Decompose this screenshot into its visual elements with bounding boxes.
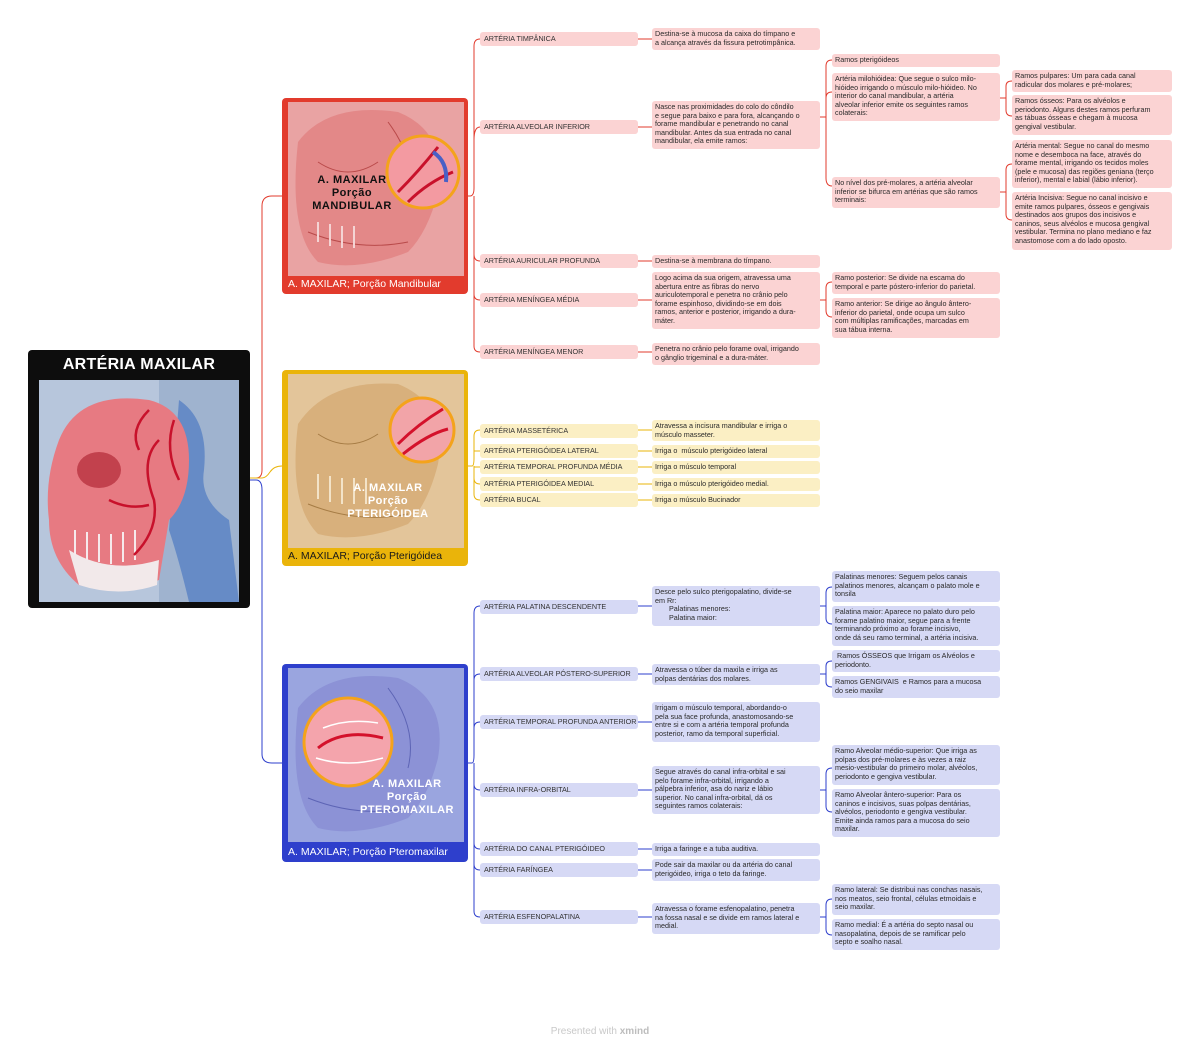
infra-sub-medio-superior[interactable]: Ramo Alveolar médio-superior: Que irriga… xyxy=(832,745,1000,785)
node-esfenopalatina[interactable]: ARTÉRIA ESFENOPALATINA xyxy=(480,910,638,924)
node-timpanica[interactable]: ARTÉRIA TIMPÂNICA xyxy=(480,32,638,46)
mandibular-illustration xyxy=(288,102,464,276)
node-meningea-menor[interactable]: ARTÉRIA MENÍNGEA MENOR xyxy=(480,345,638,359)
esfeno-sub-medial[interactable]: Ramo medial: É a artéria do septo nasal … xyxy=(832,919,1000,950)
palatina-sub-maior[interactable]: Palatina maior: Aparece no palato duro p… xyxy=(832,606,1000,646)
node-masseterica[interactable]: ARTÉRIA MASSETÉRICA xyxy=(480,424,638,438)
root-title: ARTÉRIA MAXILAR xyxy=(62,356,216,373)
pterigoidea-overlay-text: A. MAXILAR Porção PTERIGÓIDEA xyxy=(347,482,429,520)
esfeno-sub-lateral[interactable]: Ramo lateral: Se distribui nas conchas n… xyxy=(832,884,1000,915)
desc-auricular-profunda[interactable]: Destina-se à membrana do tímpano. xyxy=(652,255,820,268)
pterigoidea-caption: A. MAXILAR; Porção Pterigóidea xyxy=(288,550,443,562)
milo-sub-osseos[interactable]: Ramos ósseos: Para os alvéolos e periodo… xyxy=(1012,95,1172,135)
node-temporal-profunda-anterior[interactable]: ARTÉRIA TEMPORAL PROFUNDA ANTERIOR xyxy=(480,715,638,729)
desc-esfenopalatina[interactable]: Atravessa o forame esfenopalatino, penet… xyxy=(652,903,820,934)
node-palatina-descendente[interactable]: ARTÉRIA PALATINA DESCENDENTE xyxy=(480,600,638,614)
milo-sub-pulpares[interactable]: Ramos pulpares: Um para cada canal radic… xyxy=(1012,70,1172,92)
desc-temporal-profunda-anterior[interactable]: Irrigam o músculo temporal, abordando-o … xyxy=(652,702,820,742)
node-pterigoidea-lateral[interactable]: ARTÉRIA PTERIGÓIDEA LATERAL xyxy=(480,444,638,458)
root-topic[interactable]: ARTÉRIA MAXILAR xyxy=(28,350,250,608)
branch-mandibular[interactable]: A. MAXILAR Porção MANDIBULAR A. MAXILAR;… xyxy=(282,98,468,294)
desc-temporal-profunda-media[interactable]: Irriga o músculo temporal xyxy=(652,461,820,474)
alveolar-sub-premolares[interactable]: No nível dos pré-molares, a artéria alve… xyxy=(832,177,1000,208)
node-faringea[interactable]: ARTÉRIA FARÍNGEA xyxy=(480,863,638,877)
desc-timpanica[interactable]: Destina-se à mucosa da caixa do tímpano … xyxy=(652,28,820,50)
branch-pterigoidea[interactable]: A. MAXILAR Porção PTERIGÓIDEA A. MAXILAR… xyxy=(282,370,468,566)
pterigoidea-illustration xyxy=(288,374,464,548)
node-infra-orbital[interactable]: ARTÉRIA INFRA-ORBITAL xyxy=(480,783,638,797)
desc-palatina-descendente[interactable]: Desce pelo sulco pterigopalatino, divide… xyxy=(652,586,820,626)
node-auricular-profunda[interactable]: ARTÉRIA AURICULAR PROFUNDA xyxy=(480,254,638,268)
node-alveolar-postero-superior[interactable]: ARTÉRIA ALVEOLAR PÓSTERO-SUPERIOR xyxy=(480,667,638,681)
pteromaxilar-caption: A. MAXILAR; Porção Pteromaxilar xyxy=(288,846,448,858)
pteromaxilar-overlay-text: A. MAXILAR Porção PTEROMAXILAR xyxy=(360,778,454,816)
branch-pteromaxilar[interactable]: A. MAXILAR Porção PTEROMAXILAR A. MAXILA… xyxy=(282,664,468,862)
node-temporal-profunda-media[interactable]: ARTÉRIA TEMPORAL PROFUNDA MÉDIA xyxy=(480,460,638,474)
desc-faringea[interactable]: Pode sair da maxilar ou da artéria do ca… xyxy=(652,859,820,881)
mandibular-overlay-text: A. MAXILAR Porção MANDIBULAR xyxy=(312,174,392,212)
xmind-logo: xmind xyxy=(619,1026,650,1037)
desc-pterigoidea-medial[interactable]: Irriga o músculo pterigóideo medial. xyxy=(652,478,820,491)
pteromaxilar-illustration xyxy=(288,668,464,842)
alveolar-sub-gengivais[interactable]: Ramos GENGIVAIS e Ramos para a mucosa do… xyxy=(832,676,1000,698)
alveolar-sub-pterigoideos[interactable]: Ramos pterigóideos xyxy=(832,54,1000,67)
desc-infra-orbital[interactable]: Segue através do canal infra-orbital e s… xyxy=(652,766,820,814)
node-bucal[interactable]: ARTÉRIA BUCAL xyxy=(480,493,638,507)
alveolar-sub-milohioidea[interactable]: Artéria milohióidea: Que segue o sulco m… xyxy=(832,73,1000,121)
desc-masseterica[interactable]: Atravessa a incisura mandibular e irriga… xyxy=(652,420,820,441)
desc-alveolar-postero-superior[interactable]: Atravessa o túber da maxila e irriga as … xyxy=(652,664,820,685)
desc-canal-pterigoideo[interactable]: Irriga a faringe e a tuba auditiva. xyxy=(652,843,820,856)
node-canal-pterigoideo[interactable]: ARTÉRIA DO CANAL PTERIGÓIDEO xyxy=(480,842,638,856)
footer: Presented with xmind xyxy=(0,1026,1200,1037)
alveolar-sub-osseos[interactable]: Ramos ÓSSEOS que Irrigam os Alvéolos e p… xyxy=(832,650,1000,672)
desc-meningea-media[interactable]: Logo acima da sua origem, atravessa uma … xyxy=(652,272,820,329)
skull-artery-illustration xyxy=(39,380,239,602)
desc-alveolar-inferior[interactable]: Nasce nas proximidades do colo do côndil… xyxy=(652,101,820,149)
meningea-sub-posterior[interactable]: Ramo posterior: Se divide na escama do t… xyxy=(832,272,1000,294)
palatina-sub-menores[interactable]: Palatinas menores: Seguem pelos canais p… xyxy=(832,571,1000,602)
meningea-sub-anterior[interactable]: Ramo anterior: Se dirige ao ângulo ânter… xyxy=(832,298,1000,338)
footer-prefix: Presented with xyxy=(550,1026,617,1037)
desc-meningea-menor[interactable]: Penetra no crânio pelo forame oval, irri… xyxy=(652,343,820,365)
desc-pterigoidea-lateral[interactable]: Irriga o músculo pterigóideo lateral xyxy=(652,445,820,458)
node-alveolar-inferior[interactable]: ARTÉRIA ALVEOLAR INFERIOR xyxy=(480,120,638,134)
mandibular-caption: A. MAXILAR; Porção Mandibular xyxy=(288,278,441,290)
premolar-sub-mental[interactable]: Artéria mental: Segue no canal do mesmo … xyxy=(1012,140,1172,188)
premolar-sub-incisiva[interactable]: Artéria Incisiva: Segue no canal incisiv… xyxy=(1012,192,1172,250)
node-meningea-media[interactable]: ARTÉRIA MENÍNGEA MÉDIA xyxy=(480,293,638,307)
desc-bucal[interactable]: Irriga o músculo Bucinador xyxy=(652,494,820,507)
node-pterigoidea-medial[interactable]: ARTÉRIA PTERIGÓIDEA MEDIAL xyxy=(480,477,638,491)
infra-sub-antero-superior[interactable]: Ramo Alveolar ântero-superior: Para os c… xyxy=(832,789,1000,837)
